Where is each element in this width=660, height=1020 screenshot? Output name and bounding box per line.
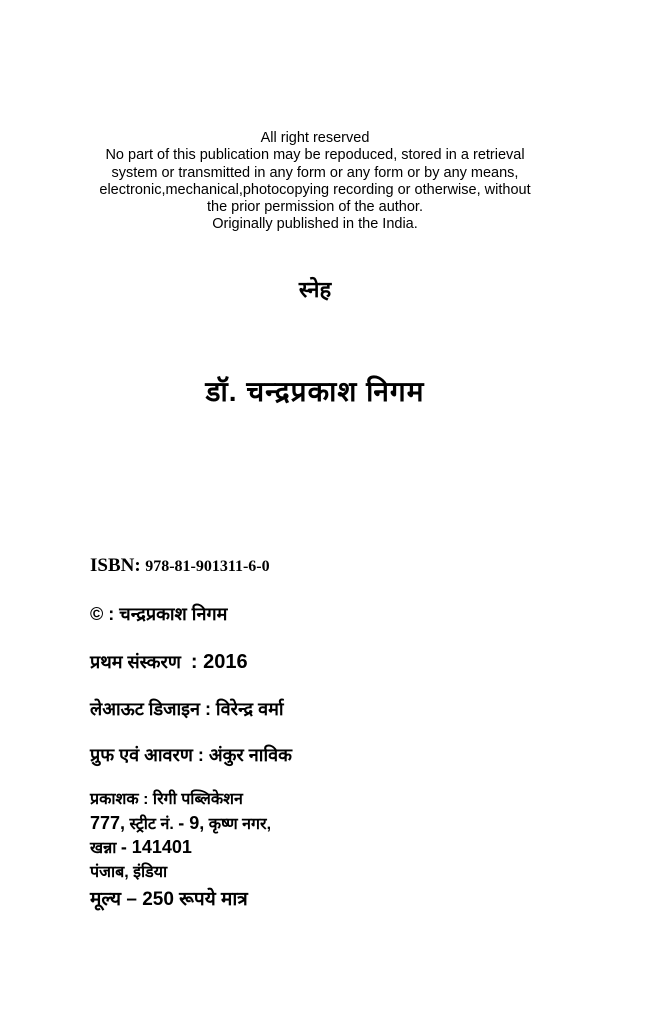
- rights-line: No part of this publication may be repod…: [105, 147, 525, 164]
- rights-line: All right reserved: [260, 130, 370, 146]
- publisher-name: प्रकाशक : रिगी पब्लिकेशन: [90, 791, 243, 808]
- edition-label: प्रथम संस्करण: [90, 652, 181, 672]
- isbn-value: 978-81-901311-6-0: [145, 558, 270, 575]
- dedication: स्नेह: [298, 277, 332, 302]
- isbn: ISBN: 978-81-901311-6-0: [90, 555, 270, 577]
- edition-value: : 2016: [190, 651, 248, 673]
- copyright-symbol: © :: [90, 604, 115, 624]
- isbn-label: ISBN:: [90, 555, 141, 576]
- author-name: डॉ. चन्द्रप्रकाश निगम: [205, 376, 425, 407]
- rights-notice: All right reserved No part of this publi…: [0, 130, 630, 234]
- copyright-holder: चन्द्रप्रकाश निगम: [119, 604, 228, 624]
- layout-design: लेआऊट डिजाइन : विरेन्द्र वर्मा: [90, 699, 284, 719]
- rights-line: the prior permission of the author.: [206, 199, 423, 216]
- rights-line: Originally published in the India.: [212, 216, 418, 233]
- price: मूल्य – 250 रूपये मात्र: [90, 889, 248, 910]
- publisher-address: 777, स्ट्रीट नं. - 9, कृष्ण नगर,: [90, 812, 272, 833]
- copyright: © : चन्द्रप्रकाश निगम: [90, 602, 227, 626]
- rights-line: electronic,mechanical,photocopying recor…: [99, 181, 531, 198]
- publisher-city: खन्ना - 141401: [90, 837, 192, 857]
- publisher-block: प्रकाशक : रिगी पब्लिकेशन 777, स्ट्रीट नं…: [90, 788, 271, 884]
- publisher-state: पंजाब, इंडिया: [90, 863, 168, 881]
- proof-cover: प्रुफ एवं आवरण : अंकुर नाविक: [90, 745, 292, 765]
- rights-line: system or transmitted in any form or any…: [111, 164, 519, 181]
- edition: प्रथम संस्करण : 2016: [90, 650, 248, 674]
